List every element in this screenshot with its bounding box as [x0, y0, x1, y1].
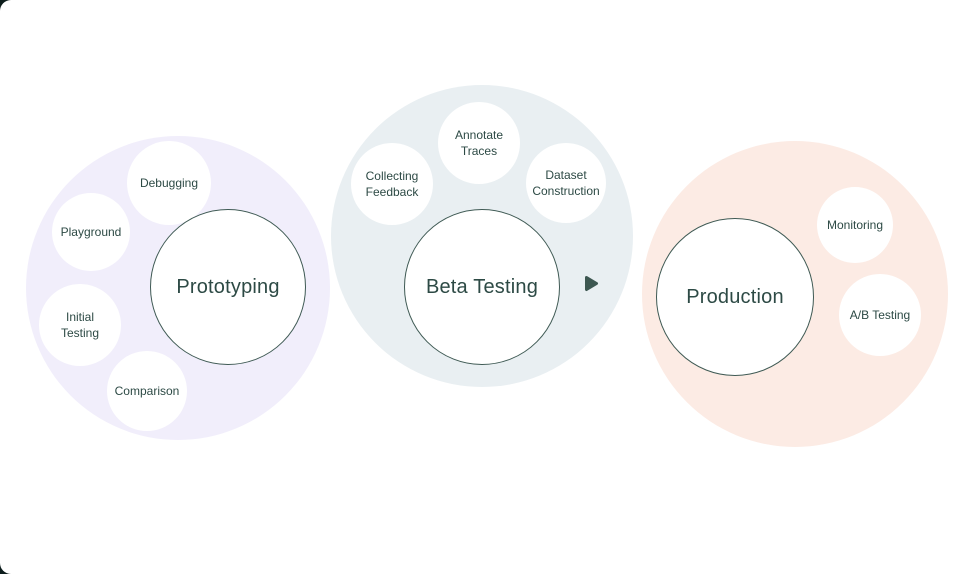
stage-label: Prototyping [176, 275, 280, 298]
satellite-annotate-traces: Annotate Traces [438, 102, 520, 184]
satellite-label: Collecting Feedback [365, 168, 419, 199]
stage-label: Beta Testing [425, 275, 539, 298]
satellite-debugging: Debugging [127, 141, 211, 225]
satellite-label: Annotate Traces [454, 127, 504, 158]
stage-circle-production: Production [656, 218, 814, 376]
satellite-ab-testing: A/B Testing [839, 274, 921, 356]
stage-label: Production [686, 285, 784, 308]
satellite-label: Dataset Construction [532, 167, 600, 198]
satellite-monitoring: Monitoring [817, 187, 893, 263]
satellite-label: Monitoring [826, 217, 884, 232]
satellite-initial-testing: Initial Testing [39, 284, 121, 366]
satellite-comparison: Comparison [107, 351, 187, 431]
satellite-label: Debugging [139, 175, 199, 190]
satellite-label: Initial Testing [60, 309, 100, 340]
satellite-label: A/B Testing [849, 307, 911, 322]
rounded-corner-bottom-left [0, 563, 11, 574]
rounded-corner-top-left [0, 0, 11, 11]
stage-circle-prototyping: Prototyping [150, 209, 306, 365]
satellite-collecting-feedback: Collecting Feedback [351, 143, 433, 225]
satellite-playground: Playground [52, 193, 130, 271]
stage-circle-beta-testing: Beta Testing [404, 209, 560, 365]
satellite-dataset-construction: Dataset Construction [526, 143, 606, 223]
satellite-label: Playground [60, 224, 122, 239]
satellite-label: Comparison [114, 383, 180, 398]
arrow-right-icon [584, 275, 599, 292]
